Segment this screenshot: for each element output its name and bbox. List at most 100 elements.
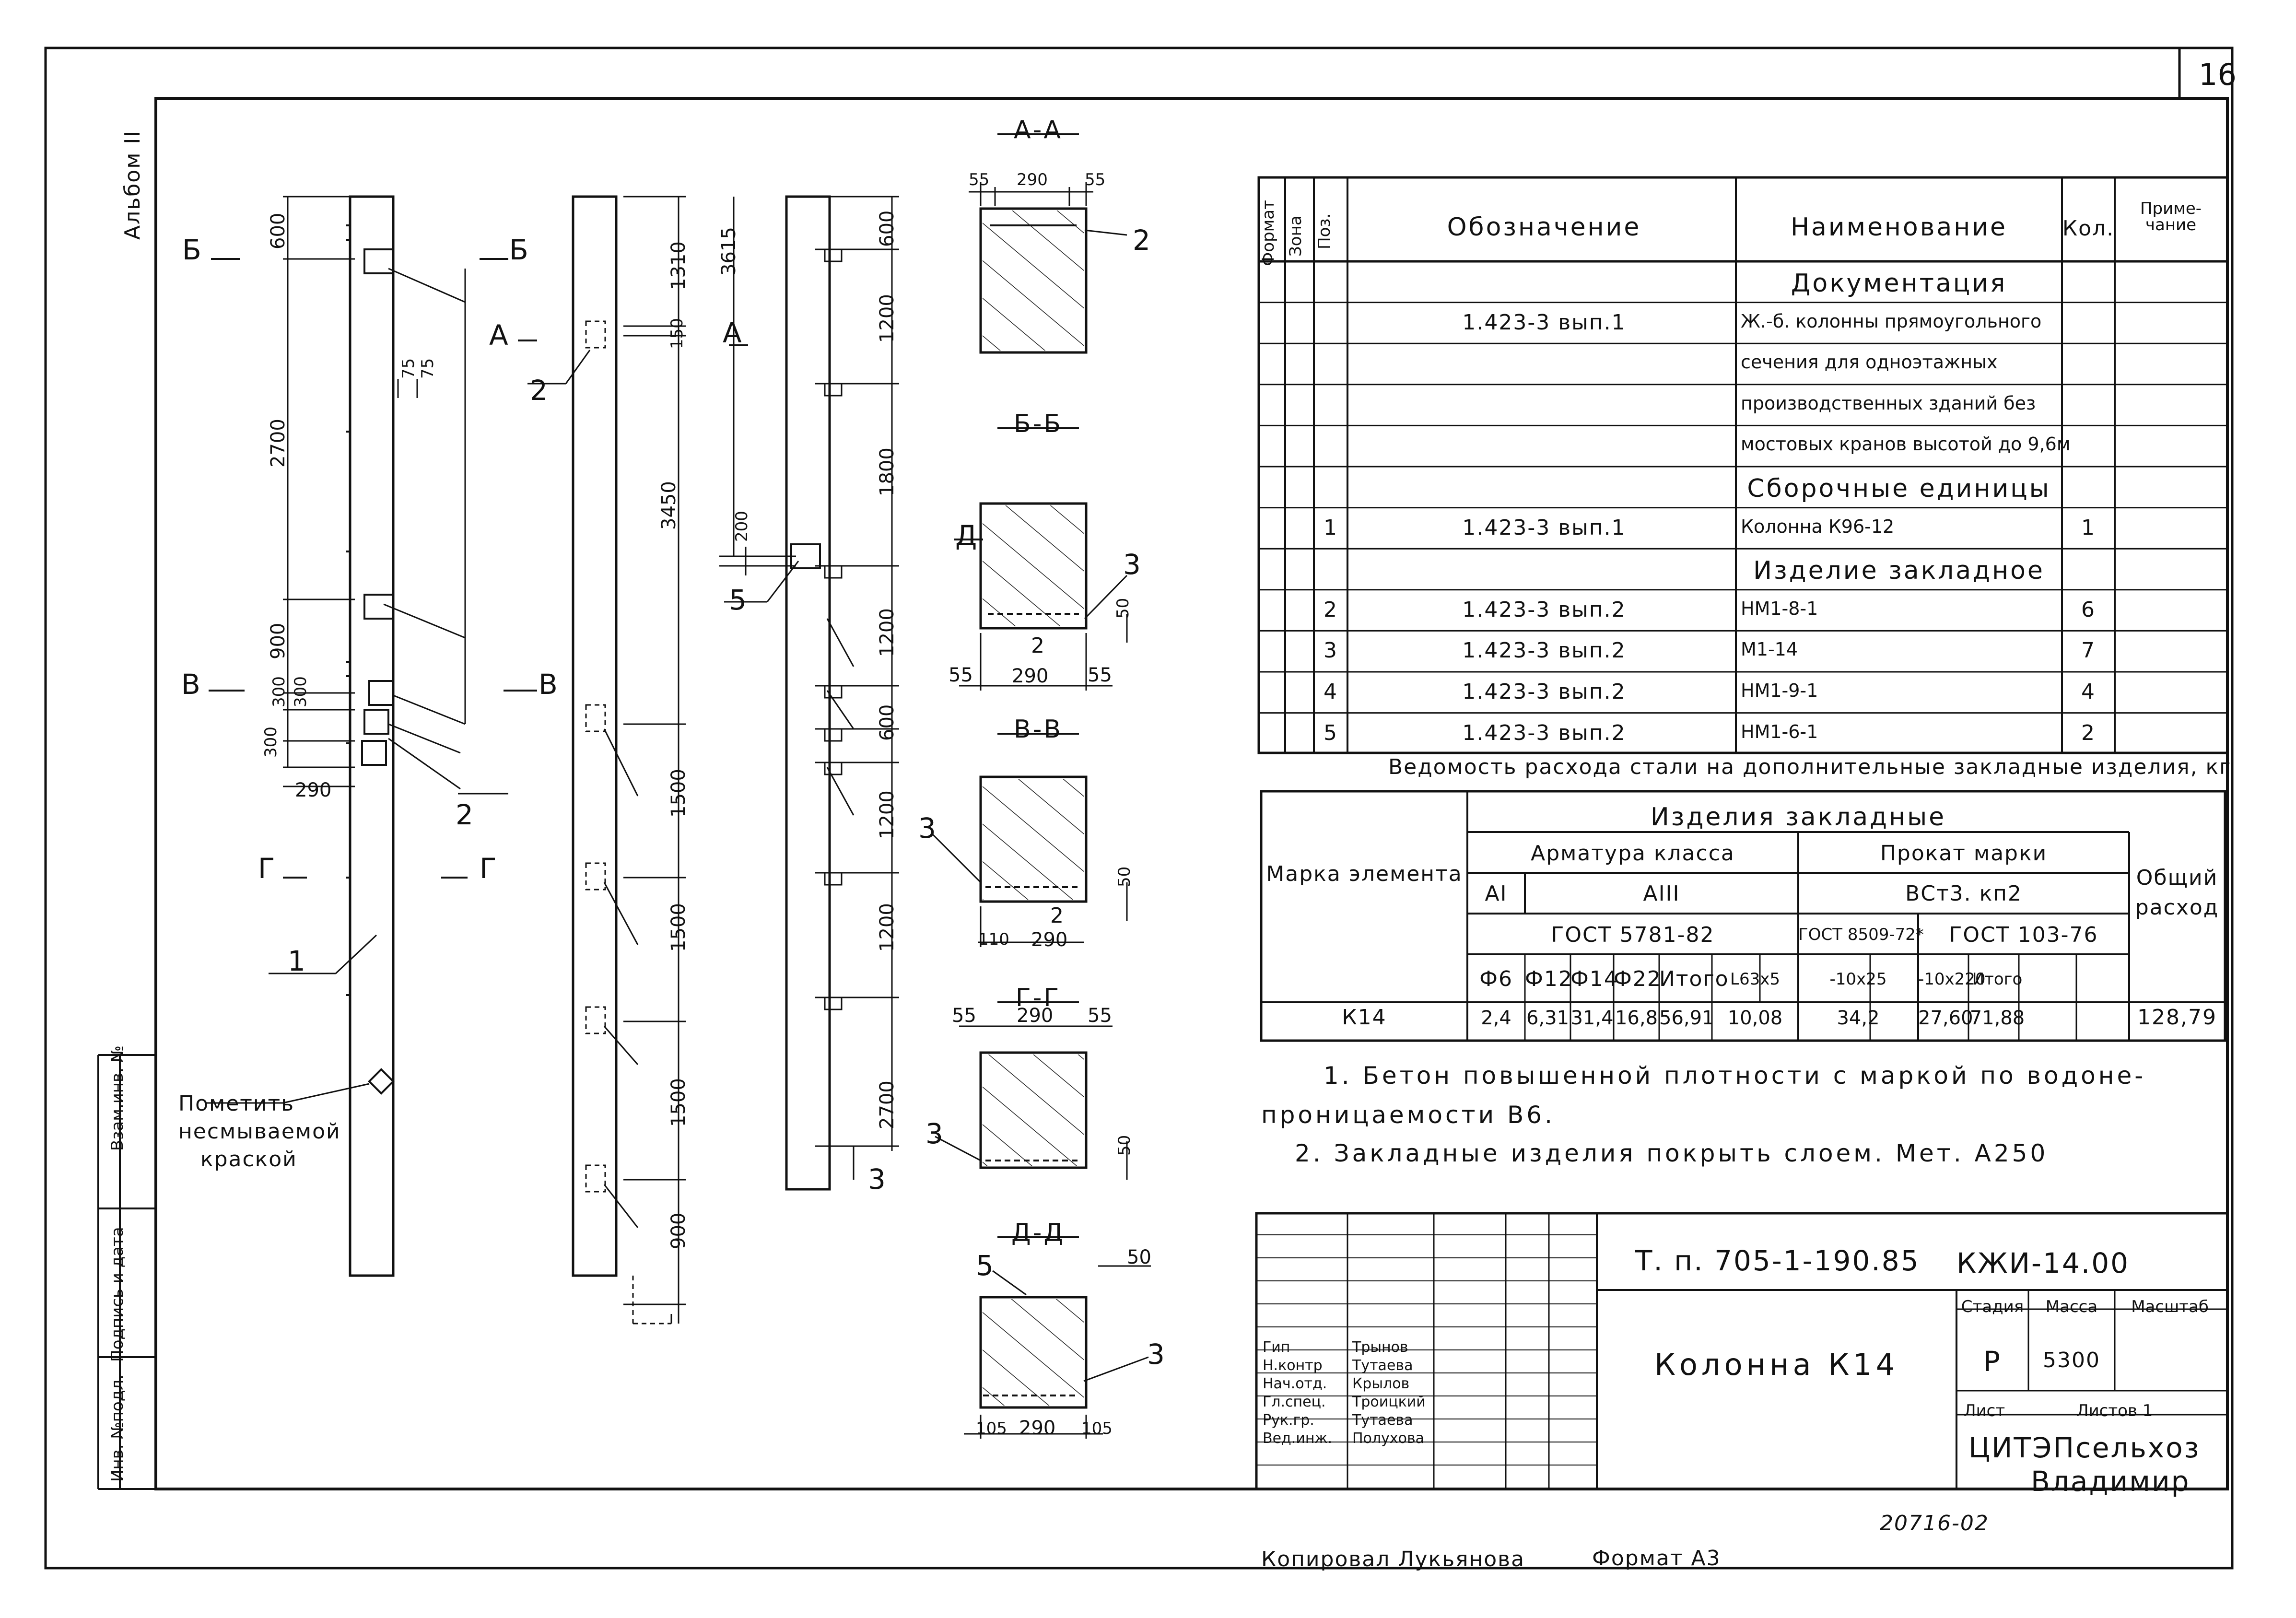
dim-1200-r1: 1200 — [876, 294, 898, 343]
section-aa — [979, 207, 1088, 354]
dim-150: 150 — [668, 318, 687, 349]
doc-number: 20716-02 — [1880, 1511, 1989, 1536]
copied-by: Копировал Лукьянова — [1261, 1547, 1525, 1571]
steel-head-st: ВСт3. кп2 — [1905, 881, 2022, 906]
section-vv-label-3: 3 — [918, 812, 937, 844]
steel-value: 10,08 — [1727, 1007, 1783, 1029]
section-vv — [979, 775, 1088, 903]
steel-head-rebar: Арматура класса — [1531, 841, 1735, 866]
spec-cell-qty: 1 — [2081, 515, 2096, 540]
dim-1200-r4: 1200 — [876, 903, 898, 952]
cut-label-b-right: Б — [509, 234, 530, 266]
section-gg-label-3: 3 — [925, 1117, 945, 1150]
steel-head-rolled: Прокат марки — [1880, 841, 2048, 866]
leader — [603, 728, 639, 797]
insert-right — [824, 872, 843, 886]
steel-row-total: 128,79 — [2137, 1005, 2217, 1030]
stage-label: Стадия — [1961, 1297, 2024, 1316]
section-dd-hatch — [983, 1299, 1084, 1406]
column-mid — [572, 195, 618, 1277]
album-label: Альбом II — [120, 129, 145, 240]
leader — [603, 1184, 639, 1228]
signature-name: Крылов — [1352, 1375, 1410, 1392]
spec-cell-qty: 6 — [2081, 597, 2096, 622]
section-bb-dim-right: 55 — [1088, 664, 1112, 686]
dim-600-r2: 600 — [876, 704, 898, 741]
insert-right — [824, 248, 843, 262]
cut-label-g-right: Г — [480, 852, 498, 885]
spec-cell-designation: 1.423-3 вып.1 — [1462, 310, 1626, 335]
spec-cell-designation: 1.423-3 вып.2 — [1462, 638, 1626, 663]
sheet-number: 16 — [2199, 57, 2237, 92]
leader — [388, 723, 461, 754]
leader — [992, 1270, 1027, 1296]
section-aa-title: А-А — [1014, 116, 1063, 144]
spec-head-pos: Поз. — [1315, 213, 1334, 249]
steel-col-head: -10х25 — [1829, 970, 1887, 989]
title-block — [1255, 1212, 2229, 1490]
section-aa-label: 2 — [1133, 224, 1152, 257]
spec-cell-qty: 2 — [2081, 720, 2096, 745]
signature-name: Тутаева — [1352, 1412, 1413, 1429]
spec-cell-designation: 1.423-3 вып.2 — [1462, 680, 1626, 704]
leader — [603, 882, 639, 945]
signature-role: Н.контр — [1263, 1357, 1323, 1374]
section-dd-dim-50: 50 — [1127, 1246, 1151, 1268]
section-dd-label-5: 5 — [976, 1249, 995, 1282]
spec-cell-name: Колонна К96-12 — [1741, 516, 1895, 537]
signature-role: Рук.гр. — [1263, 1412, 1314, 1429]
steel-col-head: -10х220 — [1918, 970, 1986, 989]
spec-head-note: Приме-чание — [2140, 199, 2202, 234]
cut-label-a-right: А — [723, 317, 743, 349]
cut-label-g-left: Г — [258, 852, 277, 885]
dim-1200-r2: 1200 — [876, 608, 898, 657]
steel-table-frame — [1260, 790, 2226, 1042]
signature-name: Тутаева — [1352, 1357, 1413, 1374]
section-dd-label-3: 3 — [1147, 1338, 1166, 1371]
leader — [388, 268, 466, 303]
dim-1500-b: 1500 — [668, 903, 690, 952]
section-bb — [979, 502, 1088, 630]
leader — [1084, 229, 1127, 236]
cut-label-b-left: Б — [182, 234, 203, 266]
leader — [388, 738, 461, 790]
insert — [368, 680, 394, 706]
cut-label-a: А — [489, 319, 510, 352]
dim-3450: 3450 — [658, 481, 680, 530]
spec-cell-pos: 3 — [1324, 638, 1338, 663]
dim-900-col: 900 — [267, 622, 289, 659]
dim-600-r1: 600 — [876, 210, 898, 247]
insert-b — [363, 248, 394, 274]
spec-cell-designation: 1.423-3 вып.2 — [1462, 597, 1626, 622]
section-vv-label-2: 2 — [1050, 903, 1065, 928]
mark-note-2: несмываемой — [178, 1119, 341, 1144]
steel-col-head: Ф22 — [1614, 967, 1662, 991]
lead-label-1: 1 — [288, 945, 307, 977]
steel-col-head: Итого — [1972, 970, 2023, 989]
dim-1200-r3: 1200 — [876, 790, 898, 839]
section-gg-title: Г-Г — [1015, 984, 1061, 1012]
hidden-insert — [585, 862, 606, 891]
steel-value: 56,91 — [1659, 1007, 1714, 1029]
leader — [603, 1026, 639, 1065]
leader — [1083, 1356, 1149, 1382]
hidden-insert — [585, 704, 606, 732]
spec-head-zone: Зона — [1286, 215, 1305, 257]
spec-cell-name: производственных зданий без — [1741, 392, 2036, 414]
section-vv-dim-left: 110 — [978, 930, 1009, 949]
hidden-insert — [585, 1006, 606, 1034]
section-bb-title: Б-Б — [1013, 410, 1063, 438]
steel-row-mark: К14 — [1342, 1005, 1387, 1030]
leader — [932, 833, 982, 883]
mass-label: Масса — [2045, 1297, 2098, 1316]
dim-75-b: 75 — [418, 358, 437, 379]
title-designation: Т. п. 705-1-190.85 — [1635, 1244, 1920, 1277]
steel-col-head: Итого — [1659, 967, 1729, 991]
spec-cell-pos: 5 — [1324, 720, 1338, 745]
column-body — [349, 195, 395, 1277]
vzam-label: Взам.инв. № — [108, 1045, 127, 1151]
steel-col-head: Ф14 — [1570, 967, 1618, 991]
note-line-1: 1. Бетон повышенной плотности с маркой п… — [1324, 1062, 2146, 1090]
leader — [826, 767, 855, 816]
note-line-2: проницаемости В6. — [1261, 1101, 1555, 1129]
